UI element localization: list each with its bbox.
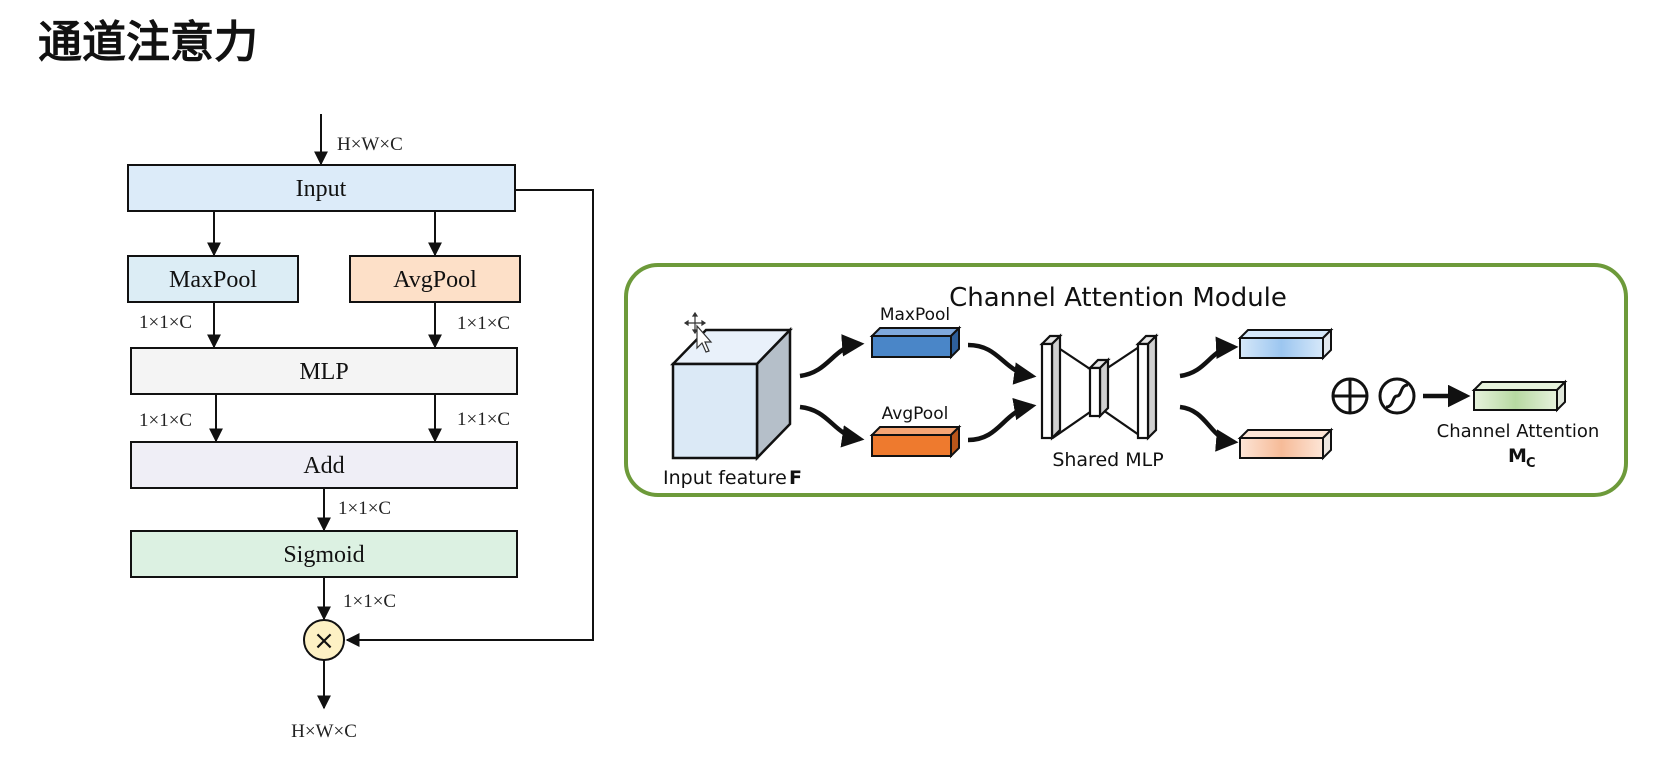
input-box [127,164,516,212]
avgpool-box [349,255,521,303]
arrow-mlp-to-out-blue [1179,336,1239,379]
module-maxpool-bar [869,325,962,360]
channel-attention-bar [1471,379,1568,413]
mlp-right-dim-label: 1×1×C [457,409,510,430]
add-dim-label: 1×1×C [338,498,391,519]
cursor-icon [683,311,713,353]
arrow-avgpool-to-mlp-module [967,397,1037,443]
input-box-label: Input [296,176,347,202]
arrow-input-to-avgpool [799,404,865,448]
channel-attention-module: Channel Attention Module Input feature F… [624,263,1628,497]
skip-connection [345,189,594,647]
sigmoid-symbol [1378,377,1416,415]
sigmoid-box-label: Sigmoid [283,542,364,568]
mlp-output-blue-bar [1237,327,1334,361]
multiply-symbol: × [313,626,335,656]
mlp-output-orange-bar [1237,427,1334,461]
arrow-mlp-to-out-orange [1179,404,1239,452]
mlp-left-dim-label: 1×1×C [139,410,192,431]
add-box-label: Add [303,453,344,479]
pool-right-dim-label: 1×1×C [457,313,510,334]
add-box [130,441,518,489]
input-feature-label: Input feature [663,467,787,489]
pool-left-dim-label: 1×1×C [139,312,192,333]
input-feature-symbol: F [789,467,802,489]
module-avgpool-bar [869,424,962,459]
mlp-box [130,347,518,395]
arrow-maxpool-to-mlp-module [967,342,1037,385]
mc-subscript: C [1526,456,1536,471]
page-title: 通道注意力 [38,17,258,68]
mlp-box-label: MLP [299,359,348,385]
avgpool-box-label: AvgPool [393,267,477,293]
mc-symbol: M [1508,445,1527,467]
input-feature-cube [670,326,793,462]
maxpool-box [127,255,299,303]
output-dim-label: H×W×C [291,721,357,742]
input-dim-label: H×W×C [337,134,403,155]
flowchart: H×W×C Input MaxPool AvgPool 1×1×C 1×1×C … [127,114,594,742]
add-symbol [1331,377,1369,415]
module-maxpool-label: MaxPool [880,305,950,325]
module-title: Channel Attention Module [949,283,1287,313]
shared-mlp-label: Shared MLP [1052,449,1163,471]
shared-mlp [1039,333,1159,441]
module-avgpool-label: AvgPool [882,404,949,424]
maxpool-box-label: MaxPool [169,267,257,293]
arrow-input-to-maxpool [799,334,865,379]
channel-attention-label: Channel Attention [1437,421,1600,442]
sigmoid-dim-label: 1×1×C [343,591,396,612]
